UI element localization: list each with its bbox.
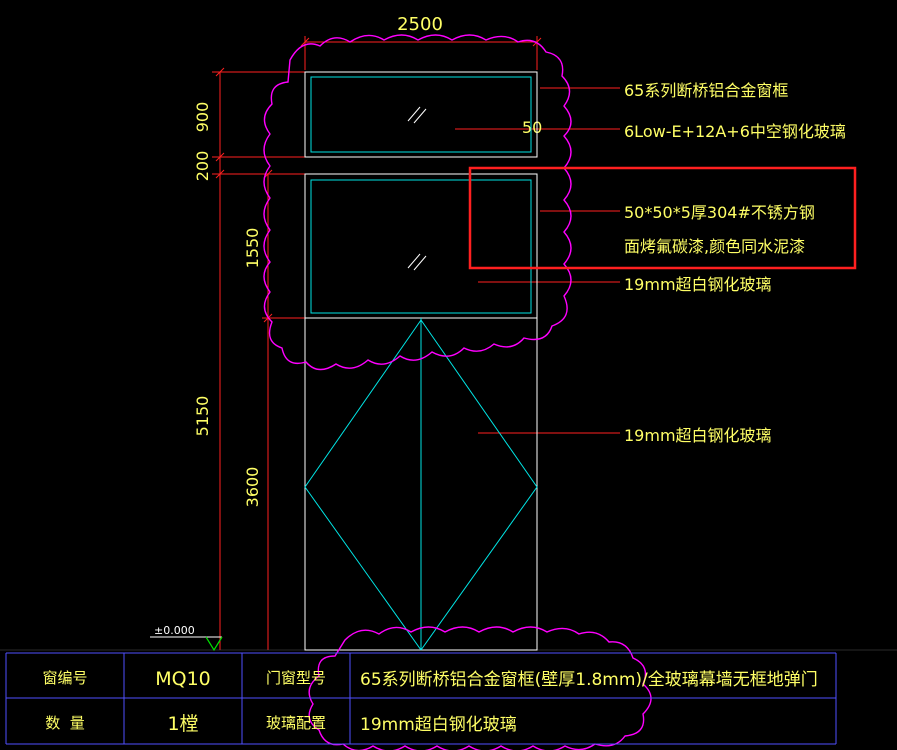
window-frames bbox=[304, 71, 538, 651]
table-label-qty: 数 量 bbox=[45, 714, 85, 732]
table-value-type: 65系列断桥铝合金窗框(壁厚1.8mm)/全玻璃幕墙无框地弹门 bbox=[360, 670, 818, 690]
dim-middle-window: 1550 bbox=[243, 228, 262, 269]
table-value-glass: 19mm超白钢化玻璃 bbox=[360, 715, 517, 735]
dim-mullion: 50 bbox=[522, 118, 542, 137]
revision-cloud bbox=[263, 34, 652, 750]
label-mid-glass: 19mm超白钢化玻璃 bbox=[624, 275, 772, 294]
label-door-glass: 19mm超白钢化玻璃 bbox=[624, 426, 772, 445]
table-label-code: 窗编号 bbox=[42, 669, 87, 687]
label-top-glass: 6Low-E+12A+6中空钢化玻璃 bbox=[624, 122, 846, 141]
level-marker-icon bbox=[150, 636, 223, 652]
dim-transom: 200 bbox=[193, 151, 212, 182]
glass-hatch-icon bbox=[407, 106, 427, 271]
table-value-qty: 1樘 bbox=[167, 713, 198, 735]
dim-total-height: 5150 bbox=[193, 396, 212, 437]
label-frame: 65系列断桥铝合金窗框 bbox=[624, 81, 788, 100]
dim-width: 2500 bbox=[397, 14, 443, 35]
table-label-glass: 玻璃配置 bbox=[266, 714, 326, 732]
spec-table bbox=[5, 652, 837, 745]
table-value-code: MQ10 bbox=[155, 668, 211, 690]
level-label: ±0.000 bbox=[154, 624, 195, 637]
label-steel-line1: 50*50*5厚304#不锈方钢 bbox=[624, 203, 815, 222]
dim-door-height: 3600 bbox=[243, 467, 262, 508]
label-steel-line2: 面烤氟碳漆,颜色同水泥漆 bbox=[624, 237, 805, 256]
highlight-box bbox=[468, 166, 857, 270]
dim-top-window: 900 bbox=[193, 102, 212, 133]
table-label-type: 门窗型号 bbox=[266, 669, 326, 687]
